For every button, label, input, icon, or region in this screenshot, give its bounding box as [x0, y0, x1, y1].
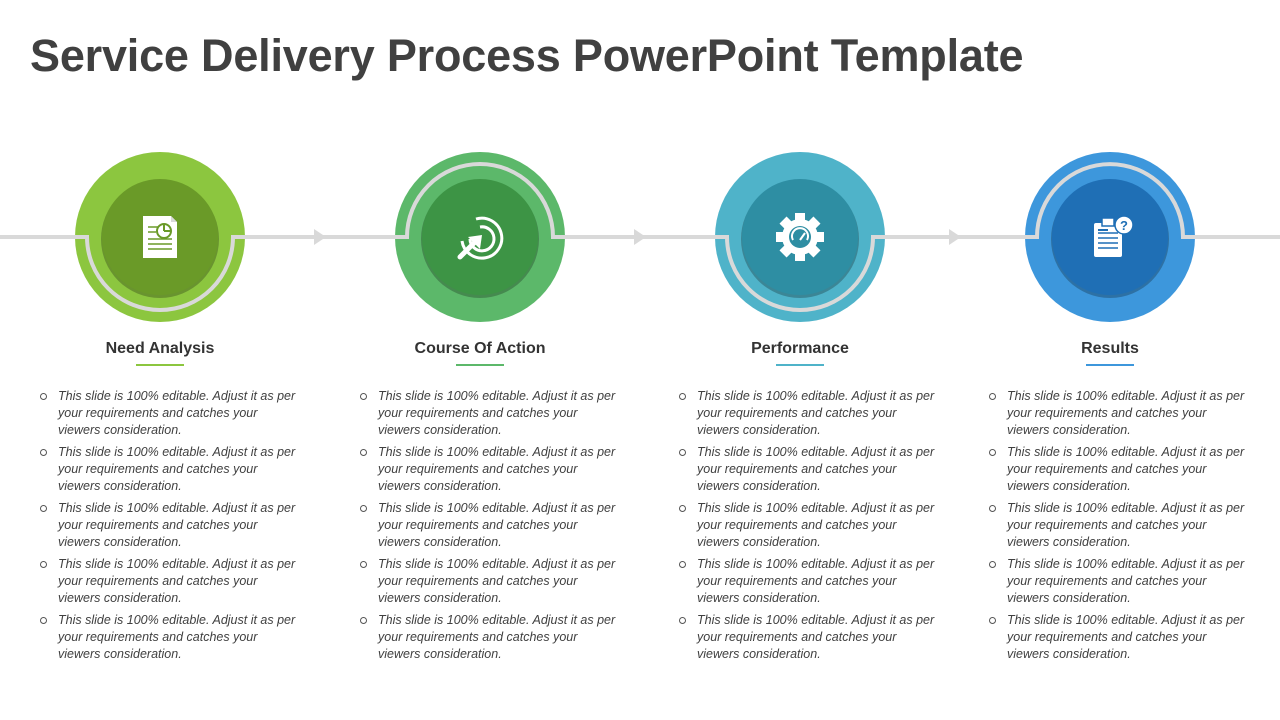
bullet-text: This slide is 100% editable. Adjust it a…	[378, 389, 616, 437]
bullet-circle-icon	[989, 505, 996, 512]
step-title: Need Analysis	[105, 340, 215, 357]
bullet-circle-icon	[679, 449, 686, 456]
svg-text:?: ?	[1120, 218, 1128, 233]
bullet-circle-icon	[989, 617, 996, 624]
bullet-list: This slide is 100% editable. Adjust it a…	[38, 362, 298, 663]
step-title: Performance	[751, 340, 849, 357]
bullet-text: This slide is 100% editable. Adjust it a…	[58, 389, 296, 437]
track-arc	[1025, 162, 1195, 239]
step-title: Results	[1081, 340, 1139, 357]
bullet-circle-icon	[40, 505, 47, 512]
bullet-text: This slide is 100% editable. Adjust it a…	[378, 613, 616, 661]
list-item: This slide is 100% editable. Adjust it a…	[677, 500, 937, 551]
bullet-text: This slide is 100% editable. Adjust it a…	[58, 445, 296, 493]
step-node	[395, 152, 565, 322]
clipboard-question-icon: ?	[1094, 215, 1134, 257]
track-arc	[75, 235, 245, 312]
bullet-circle-icon	[360, 561, 367, 568]
list-item: This slide is 100% editable. Adjust it a…	[987, 388, 1247, 439]
list-item: This slide is 100% editable. Adjust it a…	[358, 444, 618, 495]
step-node	[75, 152, 245, 322]
bullet-circle-icon	[679, 617, 686, 624]
list-item: This slide is 100% editable. Adjust it a…	[677, 612, 937, 663]
arrow-icon	[314, 229, 326, 245]
bullet-text: This slide is 100% editable. Adjust it a…	[378, 445, 616, 493]
bullet-circle-icon	[989, 393, 996, 400]
target-arrow-icon	[457, 216, 504, 260]
bullet-text: This slide is 100% editable. Adjust it a…	[1007, 389, 1245, 437]
arrow-icon	[634, 229, 646, 245]
bullet-circle-icon	[679, 505, 686, 512]
bullet-text: This slide is 100% editable. Adjust it a…	[58, 613, 296, 661]
bullet-circle-icon	[40, 393, 47, 400]
list-item: This slide is 100% editable. Adjust it a…	[38, 556, 298, 607]
title-underline	[776, 364, 824, 366]
bullet-list: This slide is 100% editable. Adjust it a…	[358, 362, 618, 663]
list-item: This slide is 100% editable. Adjust it a…	[677, 388, 937, 439]
title-underline	[456, 364, 504, 366]
bullet-text: This slide is 100% editable. Adjust it a…	[697, 613, 935, 661]
bullet-text: This slide is 100% editable. Adjust it a…	[697, 389, 935, 437]
bullet-text: This slide is 100% editable. Adjust it a…	[697, 501, 935, 549]
gear-gauge-icon	[776, 213, 824, 261]
list-item: This slide is 100% editable. Adjust it a…	[677, 556, 937, 607]
list-item: This slide is 100% editable. Adjust it a…	[358, 612, 618, 663]
list-item: This slide is 100% editable. Adjust it a…	[987, 500, 1247, 551]
bullet-text: This slide is 100% editable. Adjust it a…	[378, 501, 616, 549]
list-item: This slide is 100% editable. Adjust it a…	[38, 612, 298, 663]
bullet-text: This slide is 100% editable. Adjust it a…	[1007, 445, 1245, 493]
bullet-text: This slide is 100% editable. Adjust it a…	[697, 557, 935, 605]
bullet-circle-icon	[989, 449, 996, 456]
bullet-circle-icon	[360, 449, 367, 456]
bullet-list: This slide is 100% editable. Adjust it a…	[677, 362, 937, 663]
bullet-text: This slide is 100% editable. Adjust it a…	[697, 445, 935, 493]
list-item: This slide is 100% editable. Adjust it a…	[38, 388, 298, 439]
arrow-icon	[949, 229, 961, 245]
bullet-circle-icon	[989, 561, 996, 568]
process-diagram: ?	[0, 152, 1280, 322]
track-arc	[715, 235, 885, 312]
bullet-circle-icon	[360, 617, 367, 624]
bullet-text: This slide is 100% editable. Adjust it a…	[378, 557, 616, 605]
page-title: Service Delivery Process PowerPoint Temp…	[30, 30, 1024, 81]
bullet-text: This slide is 100% editable. Adjust it a…	[1007, 613, 1245, 661]
list-item: This slide is 100% editable. Adjust it a…	[987, 444, 1247, 495]
step-node	[715, 152, 885, 322]
bullet-circle-icon	[40, 561, 47, 568]
list-item: This slide is 100% editable. Adjust it a…	[987, 612, 1247, 663]
title-underline	[136, 364, 184, 366]
list-item: This slide is 100% editable. Adjust it a…	[38, 500, 298, 551]
list-item: This slide is 100% editable. Adjust it a…	[987, 556, 1247, 607]
bullet-text: This slide is 100% editable. Adjust it a…	[58, 501, 296, 549]
bullet-circle-icon	[40, 617, 47, 624]
bullet-circle-icon	[40, 449, 47, 456]
bullet-circle-icon	[679, 561, 686, 568]
bullet-circle-icon	[679, 393, 686, 400]
step-heading: Need Analysis	[30, 340, 290, 366]
list-item: This slide is 100% editable. Adjust it a…	[677, 444, 937, 495]
title-underline	[1086, 364, 1134, 366]
step-heading: Course Of Action	[350, 340, 610, 366]
list-item: This slide is 100% editable. Adjust it a…	[358, 500, 618, 551]
bullet-text: This slide is 100% editable. Adjust it a…	[58, 557, 296, 605]
list-item: This slide is 100% editable. Adjust it a…	[358, 556, 618, 607]
track-arc	[395, 162, 565, 239]
list-item: This slide is 100% editable. Adjust it a…	[358, 388, 618, 439]
bullet-text: This slide is 100% editable. Adjust it a…	[1007, 501, 1245, 549]
bullet-circle-icon	[360, 505, 367, 512]
bullet-list: This slide is 100% editable. Adjust it a…	[987, 362, 1247, 663]
bullet-text: This slide is 100% editable. Adjust it a…	[1007, 557, 1245, 605]
bullet-circle-icon	[360, 393, 367, 400]
step-heading: Results	[980, 340, 1240, 366]
list-item: This slide is 100% editable. Adjust it a…	[38, 444, 298, 495]
step-title: Course Of Action	[414, 340, 546, 357]
report-chart-icon	[143, 216, 177, 258]
step-node: ?	[1025, 152, 1195, 322]
step-heading: Performance	[670, 340, 930, 366]
